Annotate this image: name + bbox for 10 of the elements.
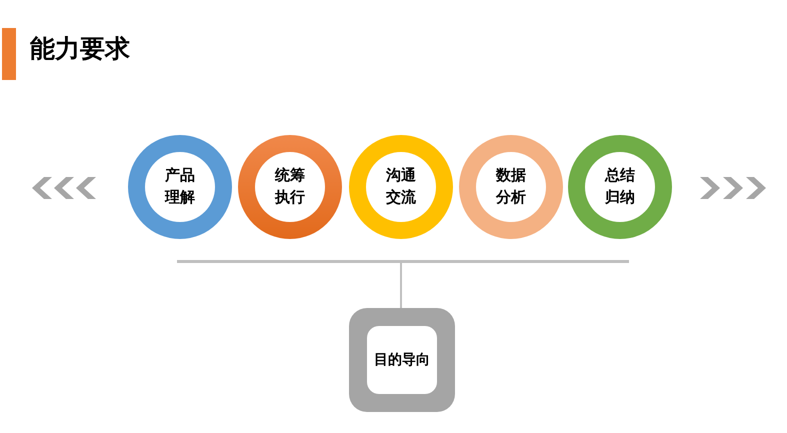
horizontal-bar	[177, 260, 629, 263]
connector-line	[400, 263, 402, 308]
circle-label: 沟通交流	[385, 165, 417, 208]
title: 能力要求	[30, 36, 130, 61]
circle-label: 数据分析	[495, 165, 527, 208]
rounded-box	[349, 308, 455, 412]
circle-label: 产品理解	[164, 165, 196, 208]
circle-label: 总结归纳	[604, 165, 636, 208]
circle-label: 统筹执行	[274, 165, 306, 208]
box-label: 目的导向	[374, 350, 430, 370]
